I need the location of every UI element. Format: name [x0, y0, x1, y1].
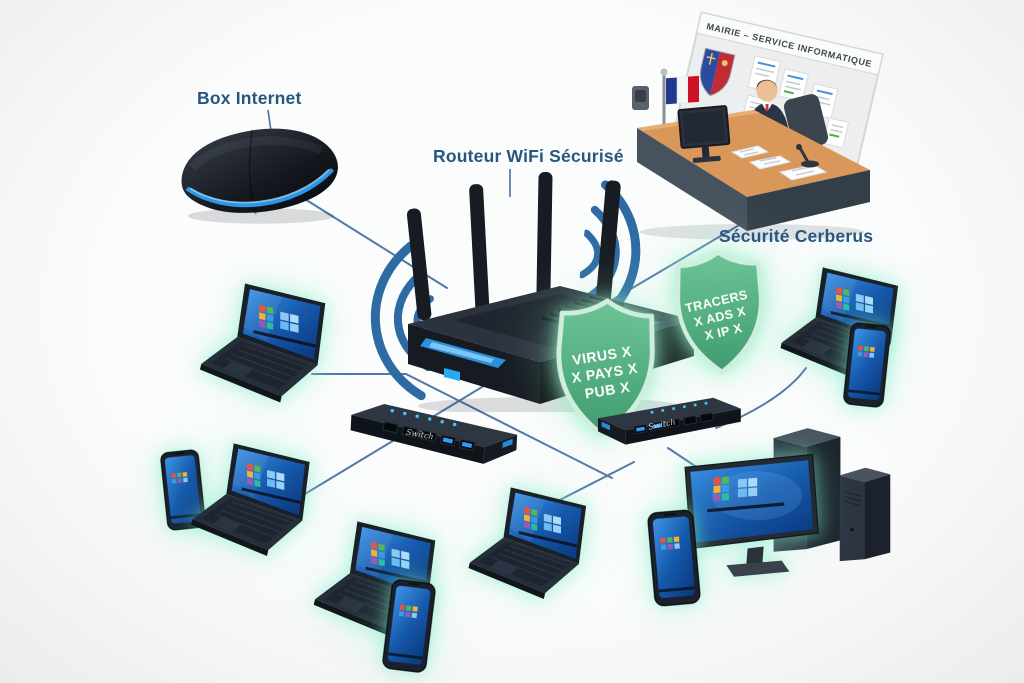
phone-right	[842, 320, 893, 410]
shield-icon: TRACERS X ADS X X IP X	[675, 250, 764, 375]
router-antennas	[406, 172, 621, 323]
phone-bottom-right	[646, 506, 703, 610]
internet-box-device	[166, 116, 356, 228]
shield-text-line: PUB X	[584, 379, 632, 402]
town-hall-office-scene: MAIRIE – SERVICE INFORMATIQUE	[632, 11, 884, 240]
desk-monitor	[677, 105, 731, 163]
router-label: Routeur WiFi Sécurisé	[433, 146, 624, 166]
laptop-center-bottom	[446, 486, 598, 605]
wall-phone	[632, 86, 649, 110]
box-internet-label: Box Internet	[197, 88, 302, 108]
desktop-monitor	[680, 446, 828, 584]
laptop-left	[176, 282, 338, 409]
desk-lamp	[796, 144, 819, 168]
desktop-tower-small	[834, 456, 896, 570]
shield-icon: VIRUS X X PAYS X PUB X	[556, 298, 655, 438]
security-cerberus-label: Sécurité Cerberus	[719, 226, 874, 246]
